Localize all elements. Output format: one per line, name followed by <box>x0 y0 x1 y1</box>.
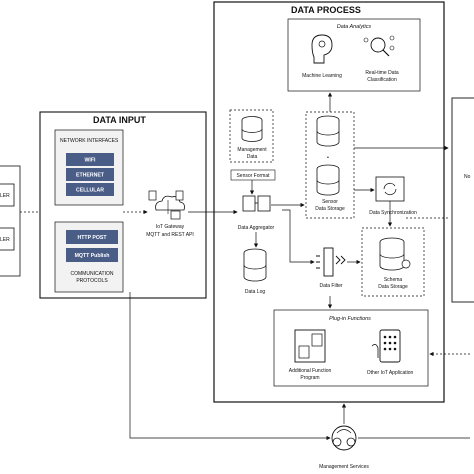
gateway-label-line1: IoT Gateway <box>156 224 185 230</box>
management-services-node: Management Services <box>319 425 369 470</box>
http-post-badge <box>66 230 118 244</box>
wifi-label: WIFI <box>85 158 97 164</box>
gateway-icon <box>148 190 185 220</box>
ethernet-label: ETHERNET <box>76 173 105 179</box>
management-services-icon <box>331 425 357 451</box>
data-analytics-box <box>287 18 421 92</box>
plugin-functions-box <box>273 309 429 387</box>
ethernet-badge <box>66 168 114 181</box>
management-services-label: Management Services <box>319 464 369 470</box>
left-partial-devices: LER LER <box>0 165 21 277</box>
left-device-top-label: LER <box>0 193 10 199</box>
process-connectors <box>249 92 449 309</box>
data-input-title: DATA INPUT <box>93 115 146 125</box>
data-log-label: Data Log <box>245 289 266 295</box>
sensor-storage-cylinder-top-icon <box>316 115 340 147</box>
schema-storage-label-line2: Data Storage <box>378 284 408 290</box>
additional-function-icon <box>294 329 326 363</box>
data-sync-label: Data Synchronization <box>369 210 417 216</box>
mqtt-publish-badge <box>66 248 118 262</box>
right-partial-label: No <box>464 174 471 180</box>
protocols-label-line2: PROTOCOLS <box>76 278 108 284</box>
management-data-cylinder-icon <box>241 116 263 142</box>
realtime-classification-icon <box>363 35 395 57</box>
additional-function-label-line1: Additional Function <box>289 368 332 374</box>
data-log-cylinder-icon <box>243 248 267 282</box>
data-process-title: DATA PROCESS <box>291 5 361 15</box>
sensor-format-box <box>230 169 276 181</box>
management-links <box>129 292 470 441</box>
sensor-storage-cylinder-bottom-icon <box>316 164 340 196</box>
management-data-label-line2: Data <box>247 154 258 160</box>
right-partial-box: No <box>451 97 474 303</box>
schema-storage-label-line1: Schema <box>384 277 403 283</box>
data-aggregator-icon <box>242 195 271 212</box>
http-post-label: HTTP POST <box>77 235 107 241</box>
sensor-storage-label-line1: Sensor <box>322 199 338 205</box>
sensor-storage-dots: • <box>327 155 329 161</box>
plugin-functions-title: Plug-in Functions <box>329 316 371 322</box>
data-process-section: DATA PROCESS Data Analytics Machine Lear… <box>213 1 445 403</box>
data-filter-icon <box>316 247 346 277</box>
wifi-badge <box>66 153 114 166</box>
data-analytics-title: Data Analytics <box>337 24 372 30</box>
cellular-label: CELLULAR <box>76 188 104 194</box>
data-sync-icon <box>375 176 405 202</box>
network-interfaces-title: NETWORK INTERFACES <box>60 138 119 144</box>
sensor-format-label: Sensor Format <box>236 173 270 179</box>
additional-function-label-line2: Program <box>300 375 319 381</box>
realtime-label-line2: Classification <box>367 77 397 83</box>
machine-learning-label: Machine Learning <box>302 73 342 79</box>
data-filter-label: Data Filter <box>319 283 342 289</box>
schema-storage-box <box>361 227 425 297</box>
management-data-box <box>229 109 274 163</box>
cellular-badge <box>66 183 114 196</box>
realtime-label-line1: Real-time Data <box>365 70 399 76</box>
other-iot-app-label: Other IoT Application <box>367 370 414 376</box>
management-data-label-line1: Management <box>237 147 267 153</box>
left-device-bottom-label: LER <box>0 237 10 243</box>
data-aggregator-label: Data Aggregator <box>238 225 275 231</box>
left-device-top <box>0 183 15 207</box>
machine-learning-icon <box>311 34 333 64</box>
gateway-label-line2: MQTT and REST API <box>146 232 194 238</box>
iot-gateway: IoT Gateway MQTT and REST API <box>146 190 194 238</box>
sensor-storage-label-line2: Data Storage <box>315 206 345 212</box>
protocols-label-line1: COMMUNICATION <box>71 271 114 277</box>
other-iot-app-icon <box>371 329 401 363</box>
left-device-bottom <box>0 227 15 251</box>
mqtt-publish-label: MQTT Publish <box>75 253 110 259</box>
schema-storage-cylinder-icon <box>379 237 411 271</box>
